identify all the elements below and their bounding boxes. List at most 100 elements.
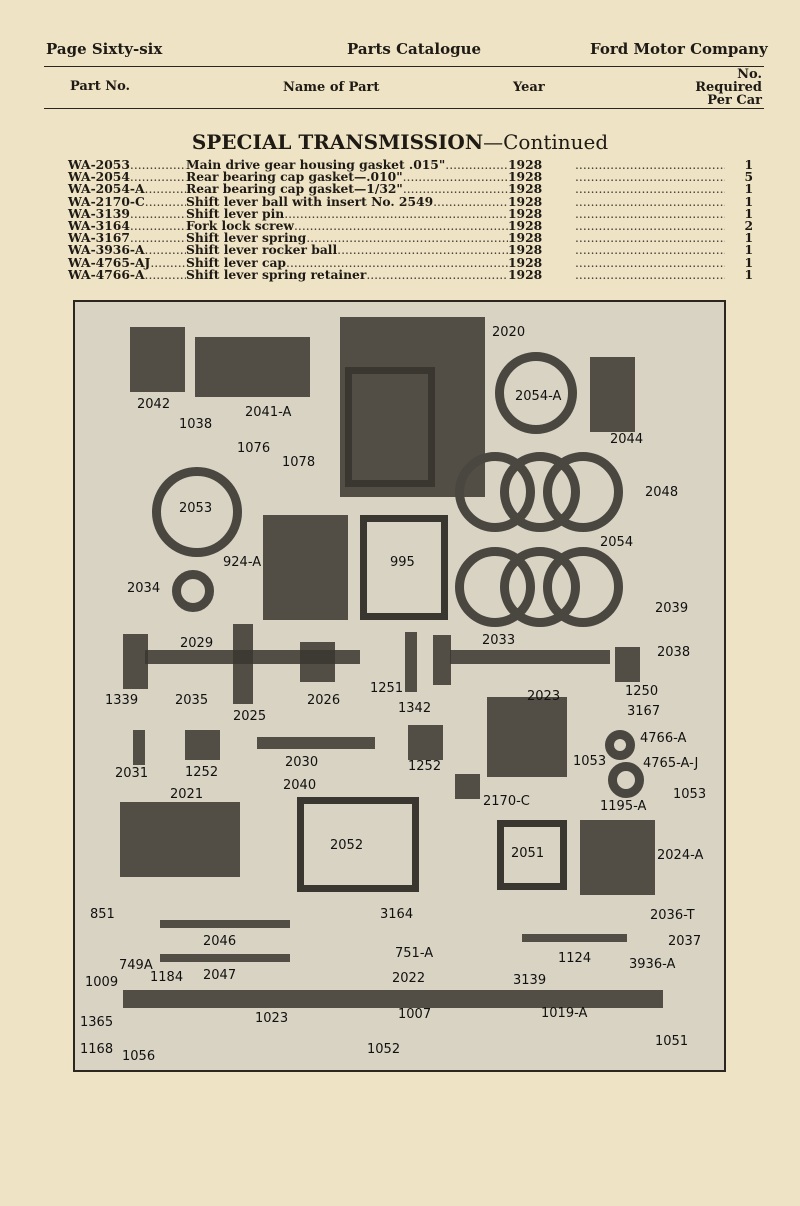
leader-dots: ........................................…	[575, 182, 725, 197]
callout-label: 1342	[398, 701, 432, 716]
table-row: WA-3164.................................…	[68, 218, 753, 234]
leader-dots: ........................................…	[284, 206, 508, 221]
col-part-no: Part No.	[70, 79, 131, 94]
part-drawing	[495, 352, 577, 434]
leader-dots: ........................................…	[366, 267, 508, 282]
table-row: WA-2054.................................…	[68, 169, 753, 185]
leader-dots: ........................................…	[306, 231, 508, 246]
part-number: WA-4766-A	[68, 266, 145, 282]
part-drawing	[130, 327, 185, 392]
part-drawing	[123, 634, 148, 689]
callout-label: 2021	[170, 787, 204, 802]
section-title: SPECIAL TRANSMISSION—Continued	[0, 130, 800, 154]
leader-dots: ........................................…	[575, 194, 725, 209]
part-number-cell: WA-4766-A...............................…	[68, 266, 186, 282]
callout-label: 1365	[80, 1015, 114, 1030]
leader-dots: ........................................…	[445, 158, 508, 172]
part-number: WA-3164	[68, 218, 130, 233]
part-number-cell: WA-3936-A...............................…	[68, 243, 186, 258]
col-required-line: Per Car	[707, 93, 762, 108]
part-name-cell: Rear bearing cap gasket—.010"...........…	[186, 169, 508, 185]
callout-label: 1023	[255, 1011, 289, 1026]
part-number-cell: WA-2054-A...............................…	[68, 182, 186, 197]
part-name: Shift lever spring	[186, 230, 307, 246]
part-number: WA-2170-C	[68, 193, 145, 209]
col-name: Name of Part	[283, 80, 380, 95]
table-row: WA-4766-A...............................…	[68, 266, 753, 282]
leader-dots: ........................................…	[575, 231, 725, 246]
part-drawing	[233, 624, 253, 704]
callout-label: 2048	[645, 485, 679, 500]
callout-label: 1009	[85, 975, 119, 990]
part-name-cell: Main drive gear housing gasket .015"....…	[186, 158, 508, 173]
part-drawing	[123, 990, 663, 1008]
leader-dots: ........................................…	[575, 170, 725, 185]
part-drawing	[497, 820, 567, 890]
callout-label: 2026	[307, 693, 341, 708]
callout-label: 2023	[527, 689, 561, 704]
part-drawing	[120, 802, 240, 877]
callout-label: 2051	[511, 846, 545, 861]
callout-label: 2041-A	[245, 405, 292, 420]
table-row: WA-2053.................................…	[68, 157, 753, 173]
col-required: No. Required Per Car	[680, 68, 762, 107]
part-year: 1928	[508, 205, 543, 221]
part-drawing	[257, 737, 375, 749]
leader-dots: ........................................…	[286, 255, 508, 270]
part-year: 1928	[508, 254, 543, 270]
title-main: SPECIAL TRANSMISSION	[191, 130, 484, 154]
part-number-cell: WA-2053.................................…	[68, 158, 186, 173]
part-year: 1928	[508, 266, 543, 282]
part-drawing	[455, 774, 480, 799]
leader-dots: ........................................…	[575, 206, 725, 221]
part-name: Fork lock screw	[186, 218, 294, 233]
callout-label: 2047	[203, 968, 237, 983]
part-number-cell: WA-2054.................................…	[68, 170, 186, 185]
part-name: Shift lever spring retainer	[186, 266, 367, 282]
part-name-cell: Shift lever rocker ball.................…	[186, 243, 508, 258]
callout-label: 1078	[282, 455, 316, 470]
part-name-cell: Shift lever pin.........................…	[186, 206, 508, 221]
part-drawing	[172, 570, 214, 612]
callout-label: 3164	[380, 907, 414, 922]
part-qty: 1	[744, 157, 753, 172]
part-number-cell: WA-3139.................................…	[68, 206, 186, 221]
callout-label: 1007	[398, 1007, 432, 1022]
leader-dots: ........................................…	[129, 219, 186, 233]
leader-dots: ........................................…	[402, 170, 508, 185]
part-drawing	[543, 452, 623, 532]
part-year: 1928	[508, 242, 543, 258]
part-name: Rear bearing cap gasket—1/32"	[186, 181, 403, 197]
col-required-line: No.	[737, 67, 762, 82]
part-drawing	[133, 730, 145, 765]
callout-label: 2031	[115, 766, 149, 781]
leader-dots: ........................................…	[575, 243, 725, 258]
catalogue-title: Parts Catalogue	[347, 40, 482, 58]
callout-label: 2036-T	[650, 908, 695, 923]
callout-label: 2024-A	[657, 848, 704, 863]
table-row: WA-4765-AJ..............................…	[68, 254, 753, 270]
col-required-line: Required	[695, 80, 762, 95]
callout-label: 2033	[482, 633, 516, 648]
table-row: WA-3936-A...............................…	[68, 242, 753, 258]
callout-label: 1053	[673, 787, 707, 802]
part-qty: 1	[744, 230, 753, 246]
page-number: Page Sixty-six	[46, 40, 163, 58]
part-drawing	[195, 337, 310, 397]
leader-dots: ........................................…	[144, 243, 186, 258]
callout-label: 2037	[668, 934, 702, 949]
leader-dots: ........................................…	[433, 194, 508, 209]
title-continued: —Continued	[483, 130, 609, 154]
callout-label: 1250	[625, 684, 659, 699]
leader-dots: ........................................…	[129, 206, 186, 221]
part-year: 1928	[508, 157, 543, 172]
callout-label: 1252	[185, 765, 219, 780]
part-name: Shift lever cap	[186, 254, 287, 270]
part-name: Rear bearing cap gasket—.010"	[186, 169, 403, 185]
part-name-cell: Shift lever spring......................…	[186, 230, 508, 246]
callout-label: 3139	[513, 973, 547, 988]
table-row: WA-3167.................................…	[68, 230, 753, 246]
divider	[44, 108, 764, 109]
callout-label: 749A	[119, 958, 153, 973]
part-drawing	[405, 632, 417, 692]
